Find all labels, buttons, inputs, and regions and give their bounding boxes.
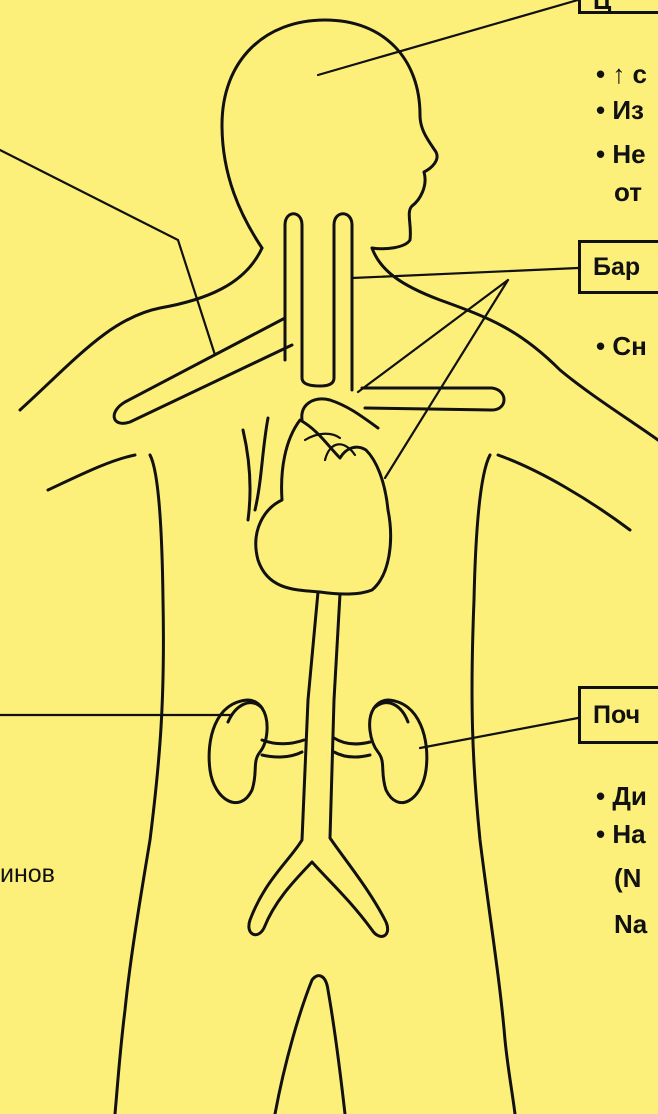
kidney-bullet-2: • На [596,818,646,850]
leg-inner-outline [275,976,345,1114]
head-outline [222,20,437,249]
descending-aorta [249,592,388,936]
head-bullet-3: • Не [596,138,646,170]
left-arm-outline [48,455,135,490]
kidney-label-text: Поч [593,701,640,729]
kidney-bullet-4: Na [614,908,647,940]
left-torso-outline [115,455,163,1114]
right-kidney [370,700,427,803]
head-bullet-1: • ↑ с [596,58,647,90]
right-arm-outline [498,455,630,530]
vena-cava [243,418,268,520]
head-label-box: Ц [578,0,658,14]
head-bullet-2: • Из [596,94,644,126]
baroreceptor-bullet-1: • Сн [596,330,647,362]
head-leader-line [318,0,578,75]
baro-leader-to-aorta [385,280,508,478]
head-label-text: Ц [593,0,611,15]
head-bullet-4: от [614,176,642,208]
baroreceptor-label-box: Бар [578,240,658,294]
carotid-arteries [285,214,352,390]
kidney-bullet-3: (N [614,862,641,894]
baroreceptor-label-text: Бар [593,253,640,281]
left-adrenal-gland [228,703,262,722]
left-renal-artery [262,740,304,757]
kidney-bullet-1: • Ди [596,780,647,812]
right-kidney-leader-line [420,718,578,748]
left-upper-leader-line [0,150,215,355]
left-fragment-text: инов [0,858,55,890]
left-shoulder-outline [20,248,262,410]
heart [256,420,391,594]
aortic-arch [302,399,378,428]
right-renal-artery [334,738,370,757]
left-subclavian-artery [114,318,292,423]
right-torso-outline [472,455,515,1114]
kidney-label-box: Поч [578,686,658,744]
